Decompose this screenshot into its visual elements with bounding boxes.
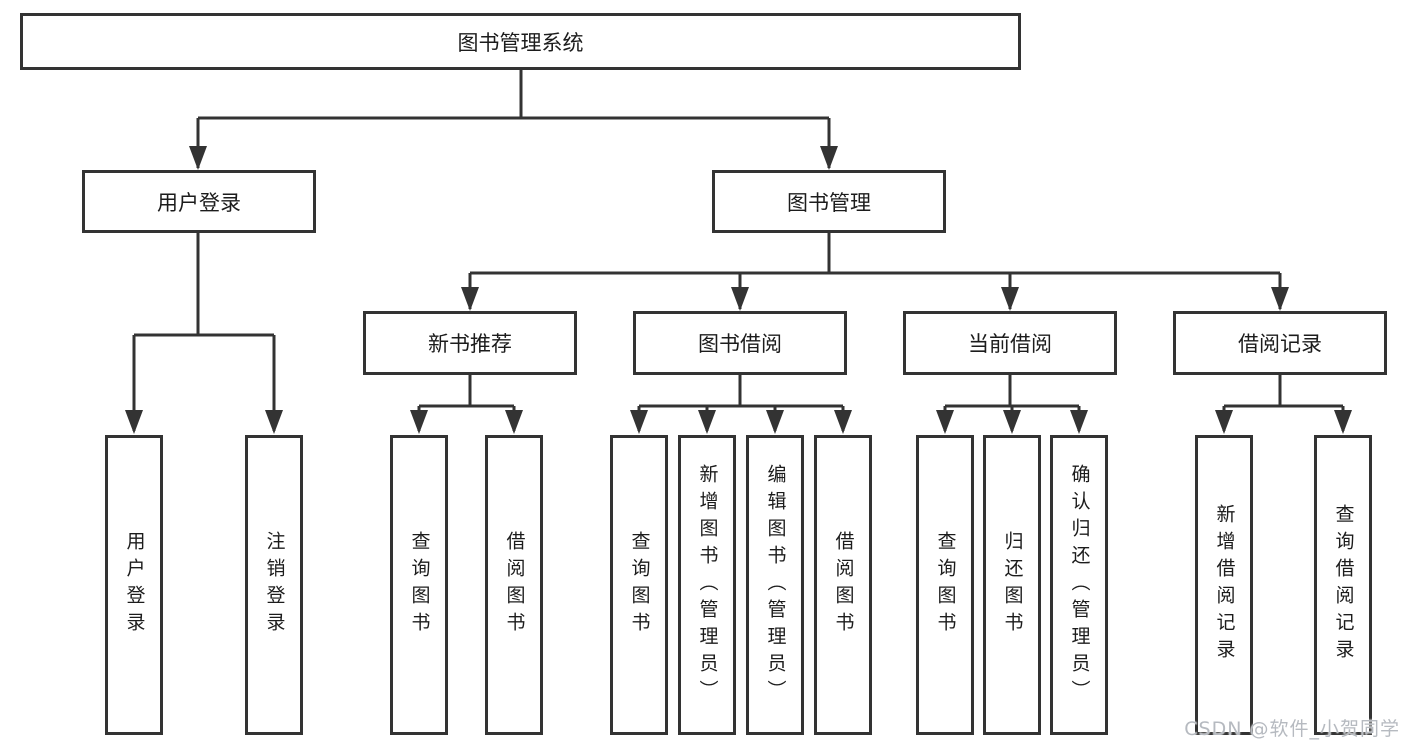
- leaf-bb-query-books-label: 查询图书: [628, 531, 651, 639]
- leaf-nb-borrow-books: 借阅图书: [485, 435, 543, 735]
- node-book-management: 图书管理: [712, 170, 946, 233]
- node-book-management-label: 图书管理: [787, 190, 871, 215]
- leaf-logout-label: 注销登录: [263, 531, 286, 639]
- node-new-book-recommend-label: 新书推荐: [428, 332, 512, 356]
- leaf-bb-add-books-admin-label: 新增图书（管理员）: [696, 463, 719, 707]
- leaf-user-login: 用户登录: [105, 435, 163, 735]
- node-current-borrowing: 当前借阅: [903, 311, 1117, 375]
- leaf-logout: 注销登录: [245, 435, 303, 735]
- leaf-cb-query-books: 查询图书: [916, 435, 974, 735]
- leaf-cb-confirm-return-admin: 确认归还（管理员）: [1050, 435, 1108, 735]
- leaf-user-login-label: 用户登录: [123, 531, 146, 639]
- node-user-login-label: 用户登录: [157, 190, 241, 215]
- node-current-borrowing-label: 当前借阅: [968, 332, 1052, 356]
- leaf-bb-query-books: 查询图书: [610, 435, 668, 735]
- node-new-book-recommend: 新书推荐: [363, 311, 577, 375]
- leaf-br-add-record: 新增借阅记录: [1195, 435, 1253, 735]
- leaf-bb-edit-books-admin: 编辑图书（管理员）: [746, 435, 804, 735]
- node-book-borrowing: 图书借阅: [633, 311, 847, 375]
- leaf-bb-edit-books-admin-label: 编辑图书（管理员）: [764, 463, 787, 707]
- node-library-system: 图书管理系统: [20, 13, 1021, 70]
- node-user-login: 用户登录: [82, 170, 316, 233]
- leaf-br-add-record-label: 新增借阅记录: [1213, 504, 1236, 666]
- leaf-bb-borrow-books: 借阅图书: [814, 435, 872, 735]
- leaf-cb-return-books-label: 归还图书: [1001, 531, 1024, 639]
- leaf-bb-borrow-books-label: 借阅图书: [832, 531, 855, 639]
- leaf-nb-query-books: 查询图书: [390, 435, 448, 735]
- leaf-cb-return-books: 归还图书: [983, 435, 1041, 735]
- leaf-cb-confirm-return-admin-label: 确认归还（管理员）: [1068, 463, 1091, 707]
- leaf-nb-query-books-label: 查询图书: [408, 531, 431, 639]
- node-borrowing-records: 借阅记录: [1173, 311, 1387, 375]
- leaf-br-query-record: 查询借阅记录: [1314, 435, 1372, 735]
- leaf-nb-borrow-books-label: 借阅图书: [503, 531, 526, 639]
- leaf-cb-query-books-label: 查询图书: [934, 531, 957, 639]
- node-borrowing-records-label: 借阅记录: [1238, 332, 1322, 356]
- leaf-bb-add-books-admin: 新增图书（管理员）: [678, 435, 736, 735]
- csdn-watermark: CSDN @软件_小贺同学: [1184, 718, 1400, 740]
- node-library-system-label: 图书管理系统: [457, 30, 584, 55]
- leaf-br-query-record-label: 查询借阅记录: [1332, 504, 1355, 666]
- node-book-borrowing-label: 图书借阅: [698, 332, 782, 356]
